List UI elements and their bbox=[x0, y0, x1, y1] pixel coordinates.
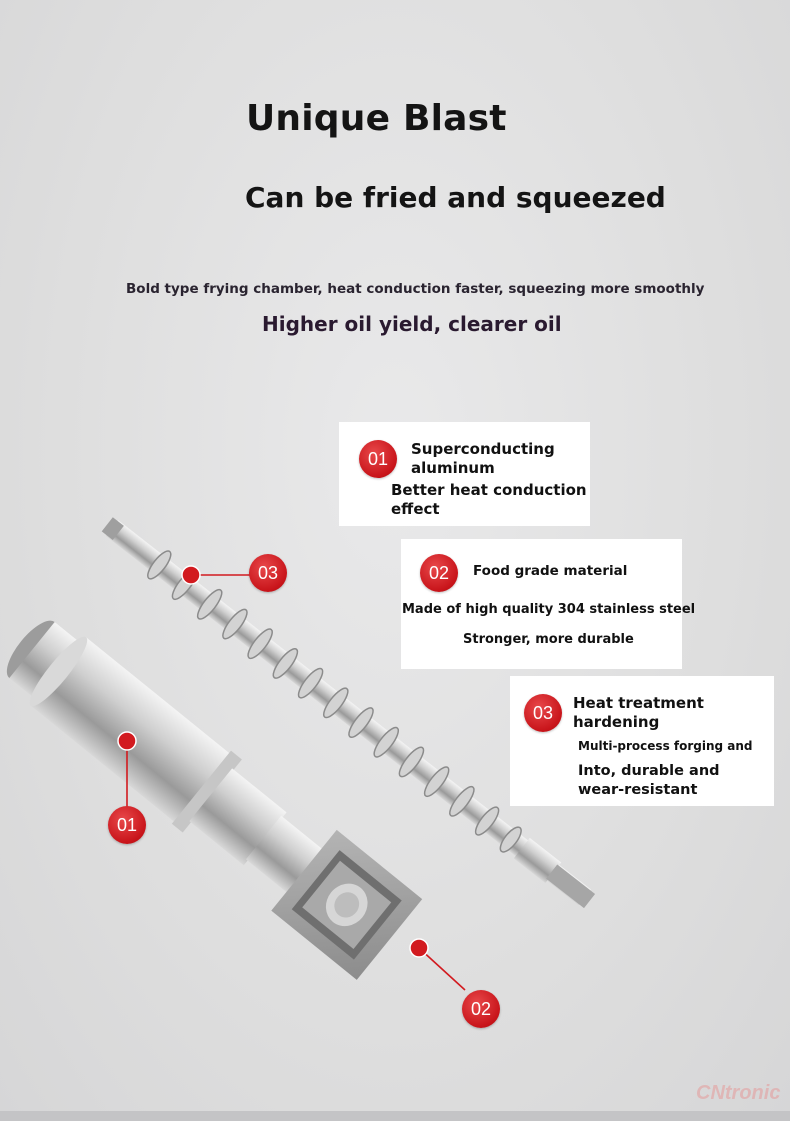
callout-screw-badge: 03 bbox=[249, 554, 287, 592]
screw-press-illustration bbox=[6, 517, 596, 991]
feature-3-badge: 03 bbox=[524, 694, 562, 732]
footer-band bbox=[0, 1111, 790, 1121]
feature-3-desc: Multi-process forging and bbox=[578, 739, 753, 753]
feature-1-badge: 01 bbox=[359, 440, 397, 478]
feature-card-1: 01 Superconducting aluminum Better heat … bbox=[339, 422, 590, 526]
feature-card-2: 02 Food grade material Made of high qual… bbox=[401, 539, 695, 669]
feature-1-desc-cont: effect bbox=[391, 500, 440, 518]
page-subtitle: Can be fried and squeezed bbox=[245, 181, 666, 214]
feature-card-3: 03 Heat treatment hardening Multi-proces… bbox=[510, 676, 774, 806]
callout-chamber-badge: 01 bbox=[108, 806, 146, 844]
feature-1-title: Superconducting bbox=[411, 440, 555, 458]
feature-2-badge: 02 bbox=[420, 554, 458, 592]
frying-chamber bbox=[6, 620, 423, 980]
outlet-marker-dot bbox=[409, 938, 429, 958]
brand-watermark: CNtronic bbox=[696, 1082, 781, 1104]
callout-outlet-badge: 02 bbox=[462, 990, 500, 1028]
feature-3-desc2: Into, durable and bbox=[578, 763, 720, 779]
feature-2-desc2: Stronger, more durable bbox=[463, 632, 634, 647]
feature-2-desc: Made of high quality 304 stainless steel bbox=[402, 602, 696, 617]
chamber-marker-dot bbox=[117, 731, 137, 751]
feature-3-title: Heat treatment bbox=[573, 694, 704, 712]
feature-3-title-cont: hardening bbox=[573, 713, 660, 731]
tagline: Bold type frying chamber, heat conductio… bbox=[126, 281, 705, 297]
feature-3-desc3: wear-resistant bbox=[578, 782, 698, 798]
feature-1-title-cont: aluminum bbox=[411, 459, 495, 477]
screw-marker-dot bbox=[181, 565, 201, 585]
feature-1-desc: Better heat conduction bbox=[391, 481, 587, 499]
screw-shaft bbox=[101, 517, 596, 909]
tagline-highlight: Higher oil yield, clearer oil bbox=[262, 312, 562, 336]
feature-2-title: Food grade material bbox=[473, 563, 628, 579]
page-title: Unique Blast bbox=[246, 98, 507, 139]
